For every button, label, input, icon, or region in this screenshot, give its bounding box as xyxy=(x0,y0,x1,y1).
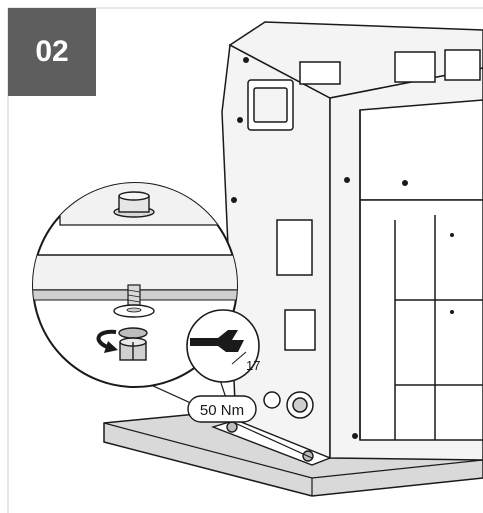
torque-label: 50 Nm xyxy=(200,402,244,419)
wrench-size-label: 17 xyxy=(246,358,260,373)
wrench-callout: 17 50 Nm xyxy=(186,309,260,423)
step-number: 02 xyxy=(35,35,69,68)
wrench-icon xyxy=(190,330,244,352)
nut-icon xyxy=(119,337,147,361)
circuit-breaker xyxy=(221,21,483,461)
panel-screws xyxy=(231,57,454,439)
rotation-arrow-icon xyxy=(96,329,117,350)
bolt-icon xyxy=(113,191,155,218)
step-number-badge: 02 xyxy=(8,8,96,96)
